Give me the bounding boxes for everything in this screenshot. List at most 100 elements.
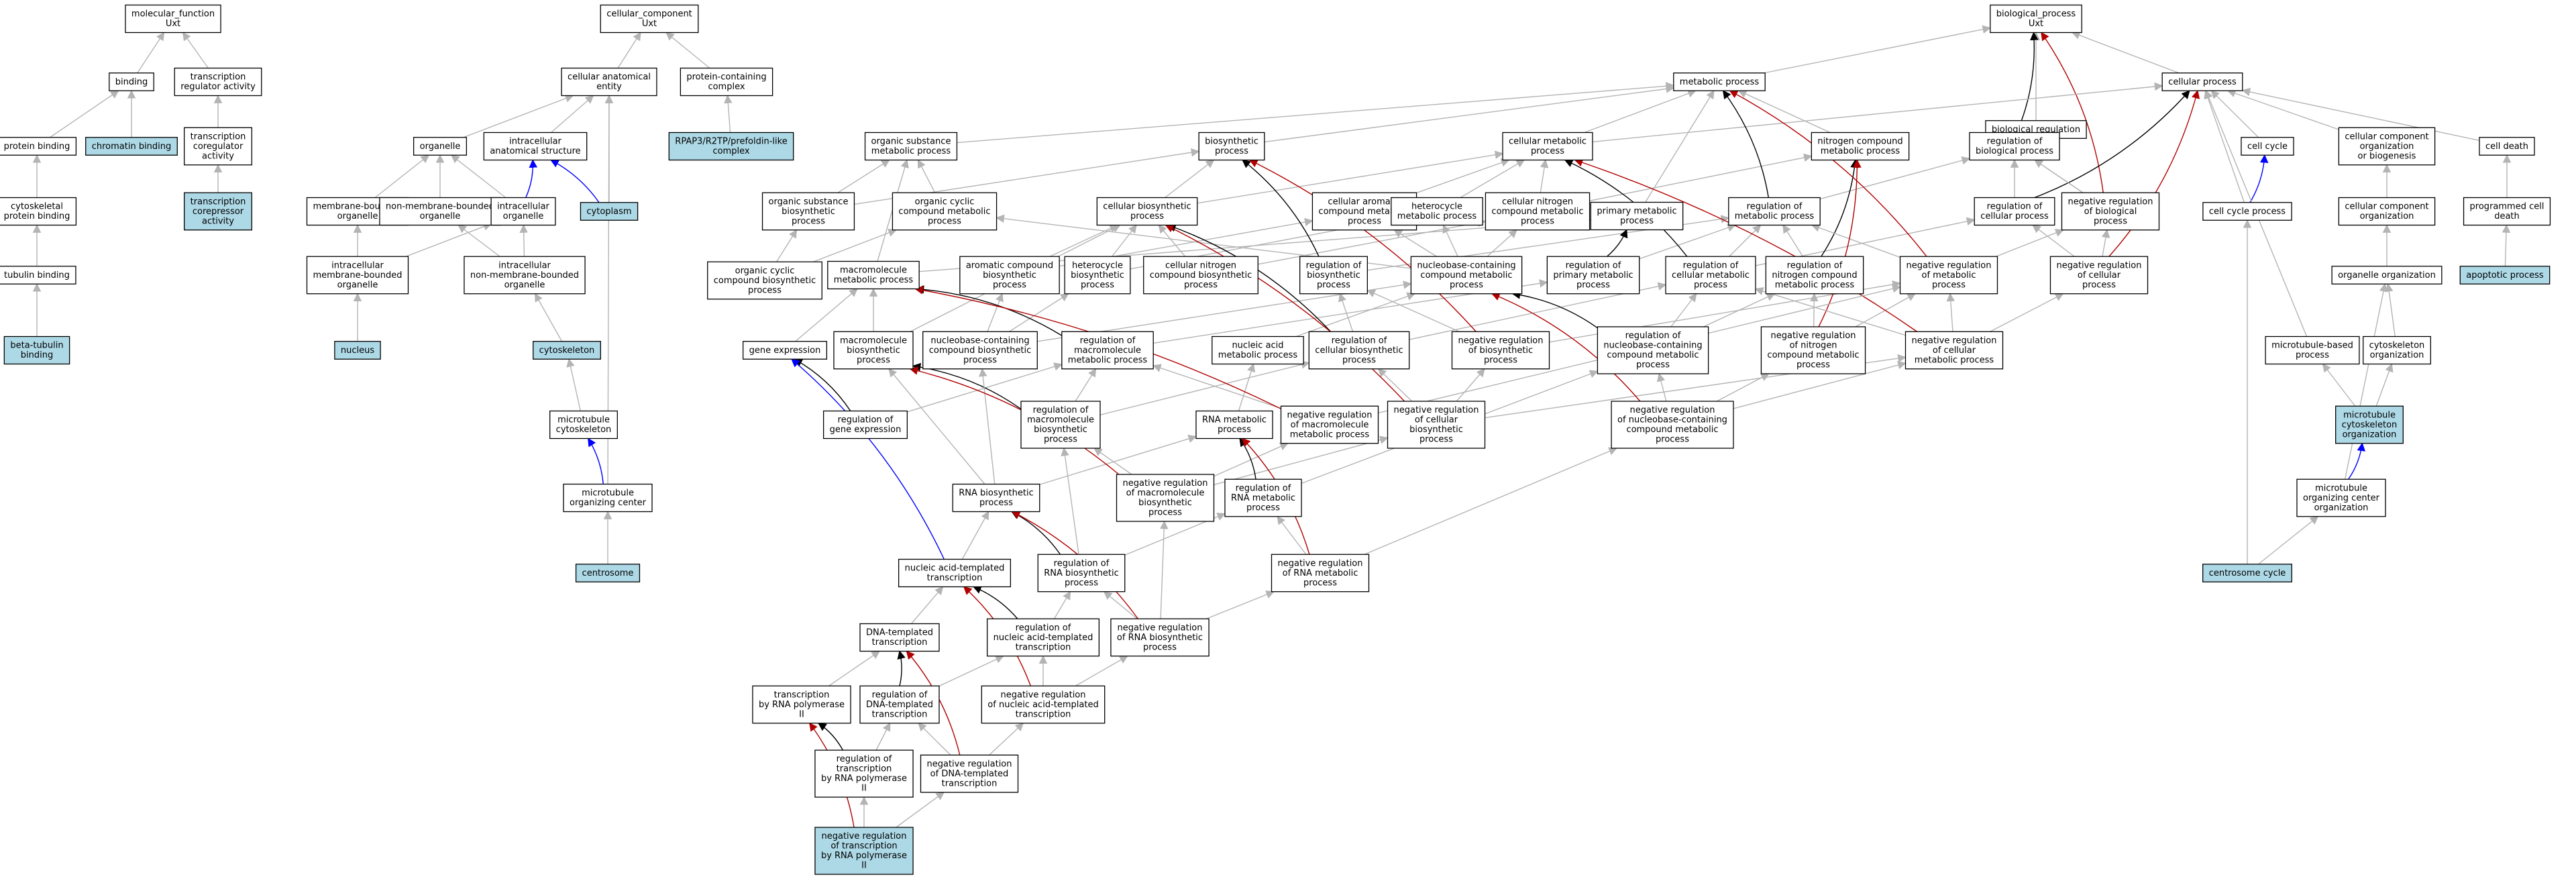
edge-is_a-biosyn-to-mp xyxy=(1264,85,1675,143)
go-term-box xyxy=(0,266,76,285)
edge-is_a-mtoco-to-oo xyxy=(2344,283,2388,480)
edge-is_a-cytoskeleton-to-inmbo xyxy=(534,293,563,342)
go-term-box xyxy=(2241,137,2294,156)
edge-is_a-rtrnap-to-rdtt xyxy=(875,722,891,751)
go-term-label: negative regulation xyxy=(2068,197,2153,207)
go-term-label: entity xyxy=(596,82,622,92)
go-term-label: cellular process xyxy=(1980,211,2049,221)
go-term-label: cellular component xyxy=(2345,202,2428,212)
edge-is_a-hmp-to-cmp xyxy=(1460,159,1525,199)
edge-is_a-rnabp-to-rnamp xyxy=(1039,434,1197,485)
go-term-label: apoptotic process xyxy=(2466,270,2544,280)
go-term-label: process xyxy=(1484,355,1517,365)
go-term-box xyxy=(1502,132,1593,161)
edge-is_a-nrcbp-to-rcbp xyxy=(1377,368,1413,402)
edge-is_a-nrmp-to-nrbp xyxy=(1996,229,2064,257)
go-term-box xyxy=(1299,256,1368,295)
go-term-box xyxy=(2061,192,2160,231)
go-term-label: microtubule xyxy=(582,488,634,499)
edge-is_a-natt-to-rnabp xyxy=(961,511,989,560)
go-term-box xyxy=(1485,192,1591,231)
go-term-box xyxy=(1037,554,1126,592)
edge-regulates-rncmp-to-ncmp xyxy=(1821,159,1859,257)
go-term-box xyxy=(2335,405,2404,444)
go-term-label: of RNA metabolic xyxy=(1283,568,1358,578)
go-term-label: non-membrane-bounded xyxy=(470,270,579,280)
go-term-label: of metabolic xyxy=(1922,270,1976,280)
go-term-node-chromb: chromatin binding xyxy=(85,137,178,156)
edge-is_a-rpap-to-pcc xyxy=(724,95,733,133)
go-term-node-mp: metabolic process xyxy=(1673,72,1766,91)
go-term-box xyxy=(533,341,601,360)
go-term-label: intracellular xyxy=(509,137,561,147)
go-term-box xyxy=(413,137,468,156)
go-term-label: process xyxy=(1656,435,1689,445)
go-term-label: nucleus xyxy=(341,346,374,356)
go-term-label: organic cyclic xyxy=(735,266,795,276)
go-term-box xyxy=(306,256,409,295)
go-term-label: regulation of xyxy=(1054,558,1110,568)
go-term-label: process xyxy=(1450,280,1483,290)
go-term-box xyxy=(2463,197,2551,226)
go-term-label: process xyxy=(1576,280,1610,290)
go-term-box xyxy=(1308,331,1410,370)
go-term-box xyxy=(490,197,556,226)
edge-negatively_regulates-nrnbcmp-to-nbcmp xyxy=(1491,293,1641,402)
go-term-box xyxy=(1451,331,1550,370)
go-term-label: cellular component xyxy=(2345,132,2428,142)
go-term-box xyxy=(0,197,77,226)
go-term-box xyxy=(0,137,77,156)
edge-is_a-pmp-to-mp xyxy=(1645,90,1715,203)
go-term-label: transcription xyxy=(927,573,983,583)
go-term-label: process xyxy=(1044,435,1077,445)
edge-is_a-rmp-to-rbp xyxy=(1820,156,1971,200)
go-term-box xyxy=(986,618,1100,657)
go-term-node-ccp: cell cycle process xyxy=(2202,202,2292,221)
go-term-label: metabolic process xyxy=(834,275,914,285)
go-term-label: biosynthetic xyxy=(1138,498,1192,508)
go-term-box xyxy=(184,127,252,166)
edge-regulates-rmbp-to-mbp xyxy=(912,362,1022,410)
go-term-label: activity xyxy=(202,216,234,226)
go-term-label: organic substance xyxy=(769,197,849,207)
edge-negatively_regulates-nrcbp-to-cbp xyxy=(1165,224,1405,402)
go-term-label: organizing center xyxy=(570,498,647,508)
go-term-box xyxy=(959,256,1060,295)
go-term-label: centrosome cycle xyxy=(2209,568,2286,578)
go-term-label: process xyxy=(1342,355,1376,365)
go-term-box xyxy=(1673,72,1766,91)
edge-is_a-cncmp-to-cmp xyxy=(1540,159,1549,193)
go-term-label: regulation of xyxy=(1625,331,1681,341)
edge-is_a-hbp-to-cbp xyxy=(1112,224,1137,257)
edge-is_a-nrrnabp-to-nrrnamp xyxy=(1205,590,1275,619)
go-term-label: negative regulation xyxy=(1911,336,1996,346)
go-term-label: coregulator xyxy=(193,142,244,152)
go-term-label: metabolic process xyxy=(1775,280,1855,290)
go-term-label: of macromolecule xyxy=(1291,420,1369,430)
go-term-box xyxy=(2338,127,2436,166)
go-term-node-ccycle: centrosome cycle xyxy=(2202,564,2292,582)
edge-is_a-mtco-to-cytoorg xyxy=(2375,363,2394,407)
go-term-label: of cellular xyxy=(1933,346,1976,356)
edge-is_a-rdtt-to-rnatt xyxy=(938,655,1004,687)
go-term-label: process xyxy=(1317,280,1350,290)
go-term-label: transcription xyxy=(774,690,830,700)
edge-is_a-cae-to-cc xyxy=(617,32,641,68)
go-term-label: organizing center xyxy=(2303,493,2380,503)
go-term-node-celldeath: cell death xyxy=(2479,137,2535,156)
